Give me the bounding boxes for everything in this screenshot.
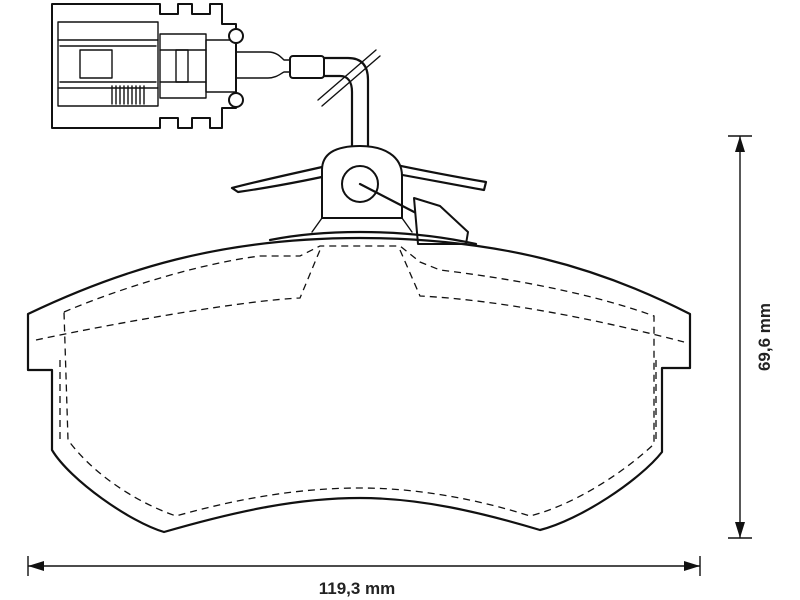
sensor-wire [235, 49, 381, 152]
width-arrow-right [684, 561, 700, 571]
width-arrow-left [28, 561, 44, 571]
sensor-clip [230, 145, 488, 245]
wear-sensor-connector [51, 3, 244, 129]
height-dimension-label: 69,6 mm [755, 303, 774, 371]
height-dimension: 69,6 mm [728, 135, 774, 539]
brake-pad-backing-plate [26, 217, 692, 534]
friction-material-outline [35, 245, 685, 517]
width-dimension-label: 119,3 mm [319, 579, 396, 598]
height-arrow-bottom [735, 522, 745, 538]
connector-ribs [111, 85, 145, 105]
width-dimension: 119,3 mm [27, 556, 701, 598]
height-arrow-top [735, 136, 745, 152]
